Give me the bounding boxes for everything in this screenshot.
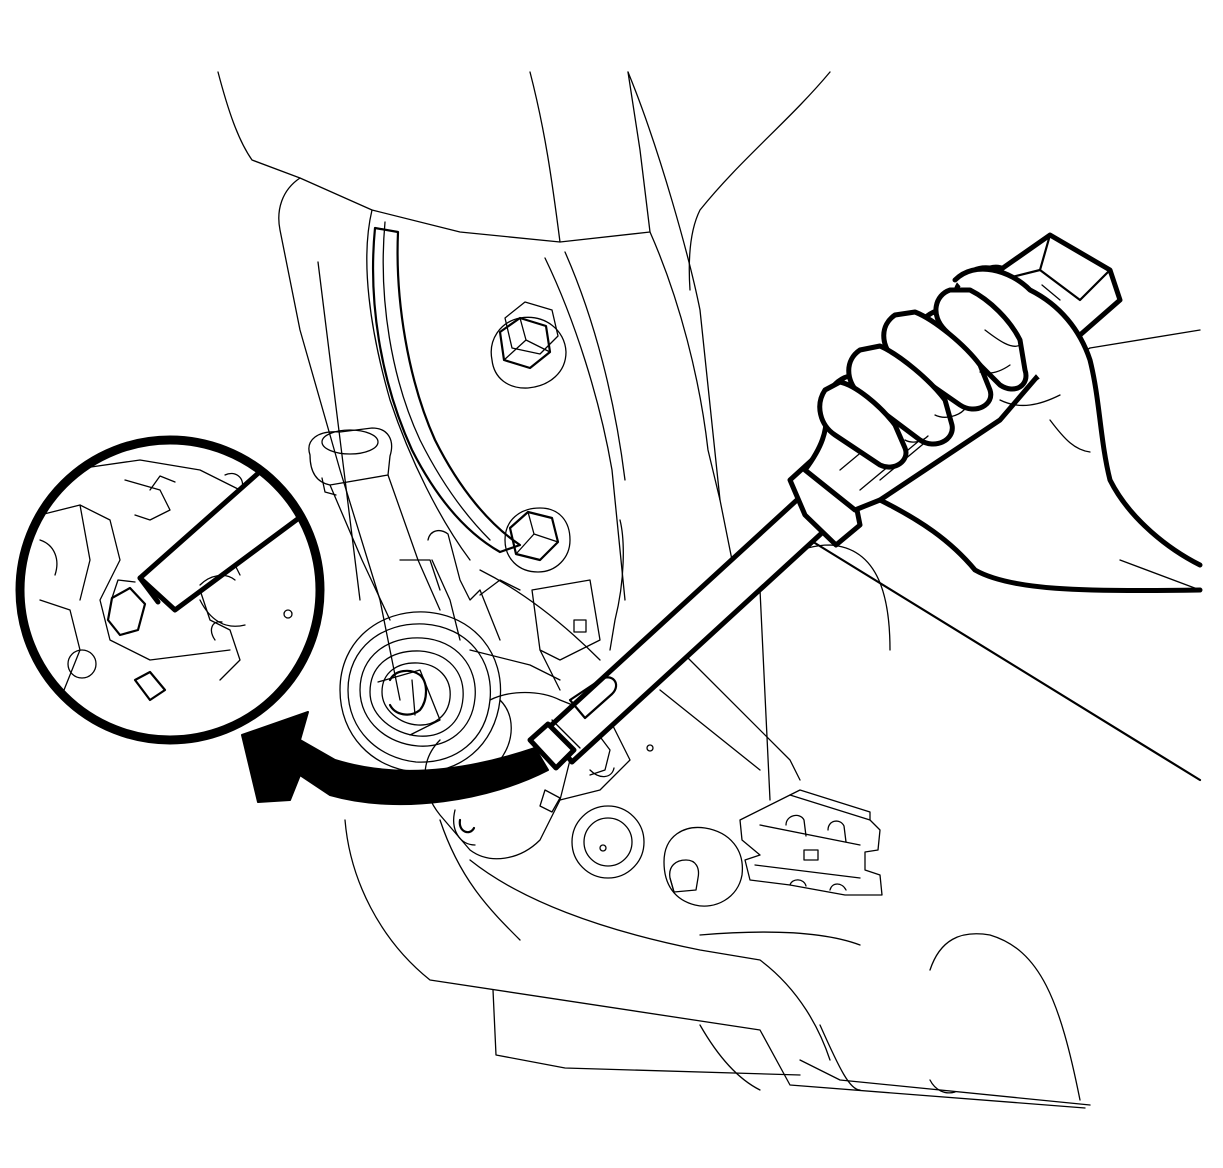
technician-hand xyxy=(817,266,1203,594)
mounting-bolt-lower xyxy=(504,507,571,573)
recliner-spiral-spring xyxy=(339,611,512,799)
detail-magnifier-inset xyxy=(15,435,325,745)
callout-arrow xyxy=(241,711,549,806)
cable-clip xyxy=(739,789,883,896)
lower-bushings xyxy=(571,805,743,907)
mounting-bolt-upper xyxy=(490,301,567,389)
recliner-mechanism xyxy=(308,427,654,860)
